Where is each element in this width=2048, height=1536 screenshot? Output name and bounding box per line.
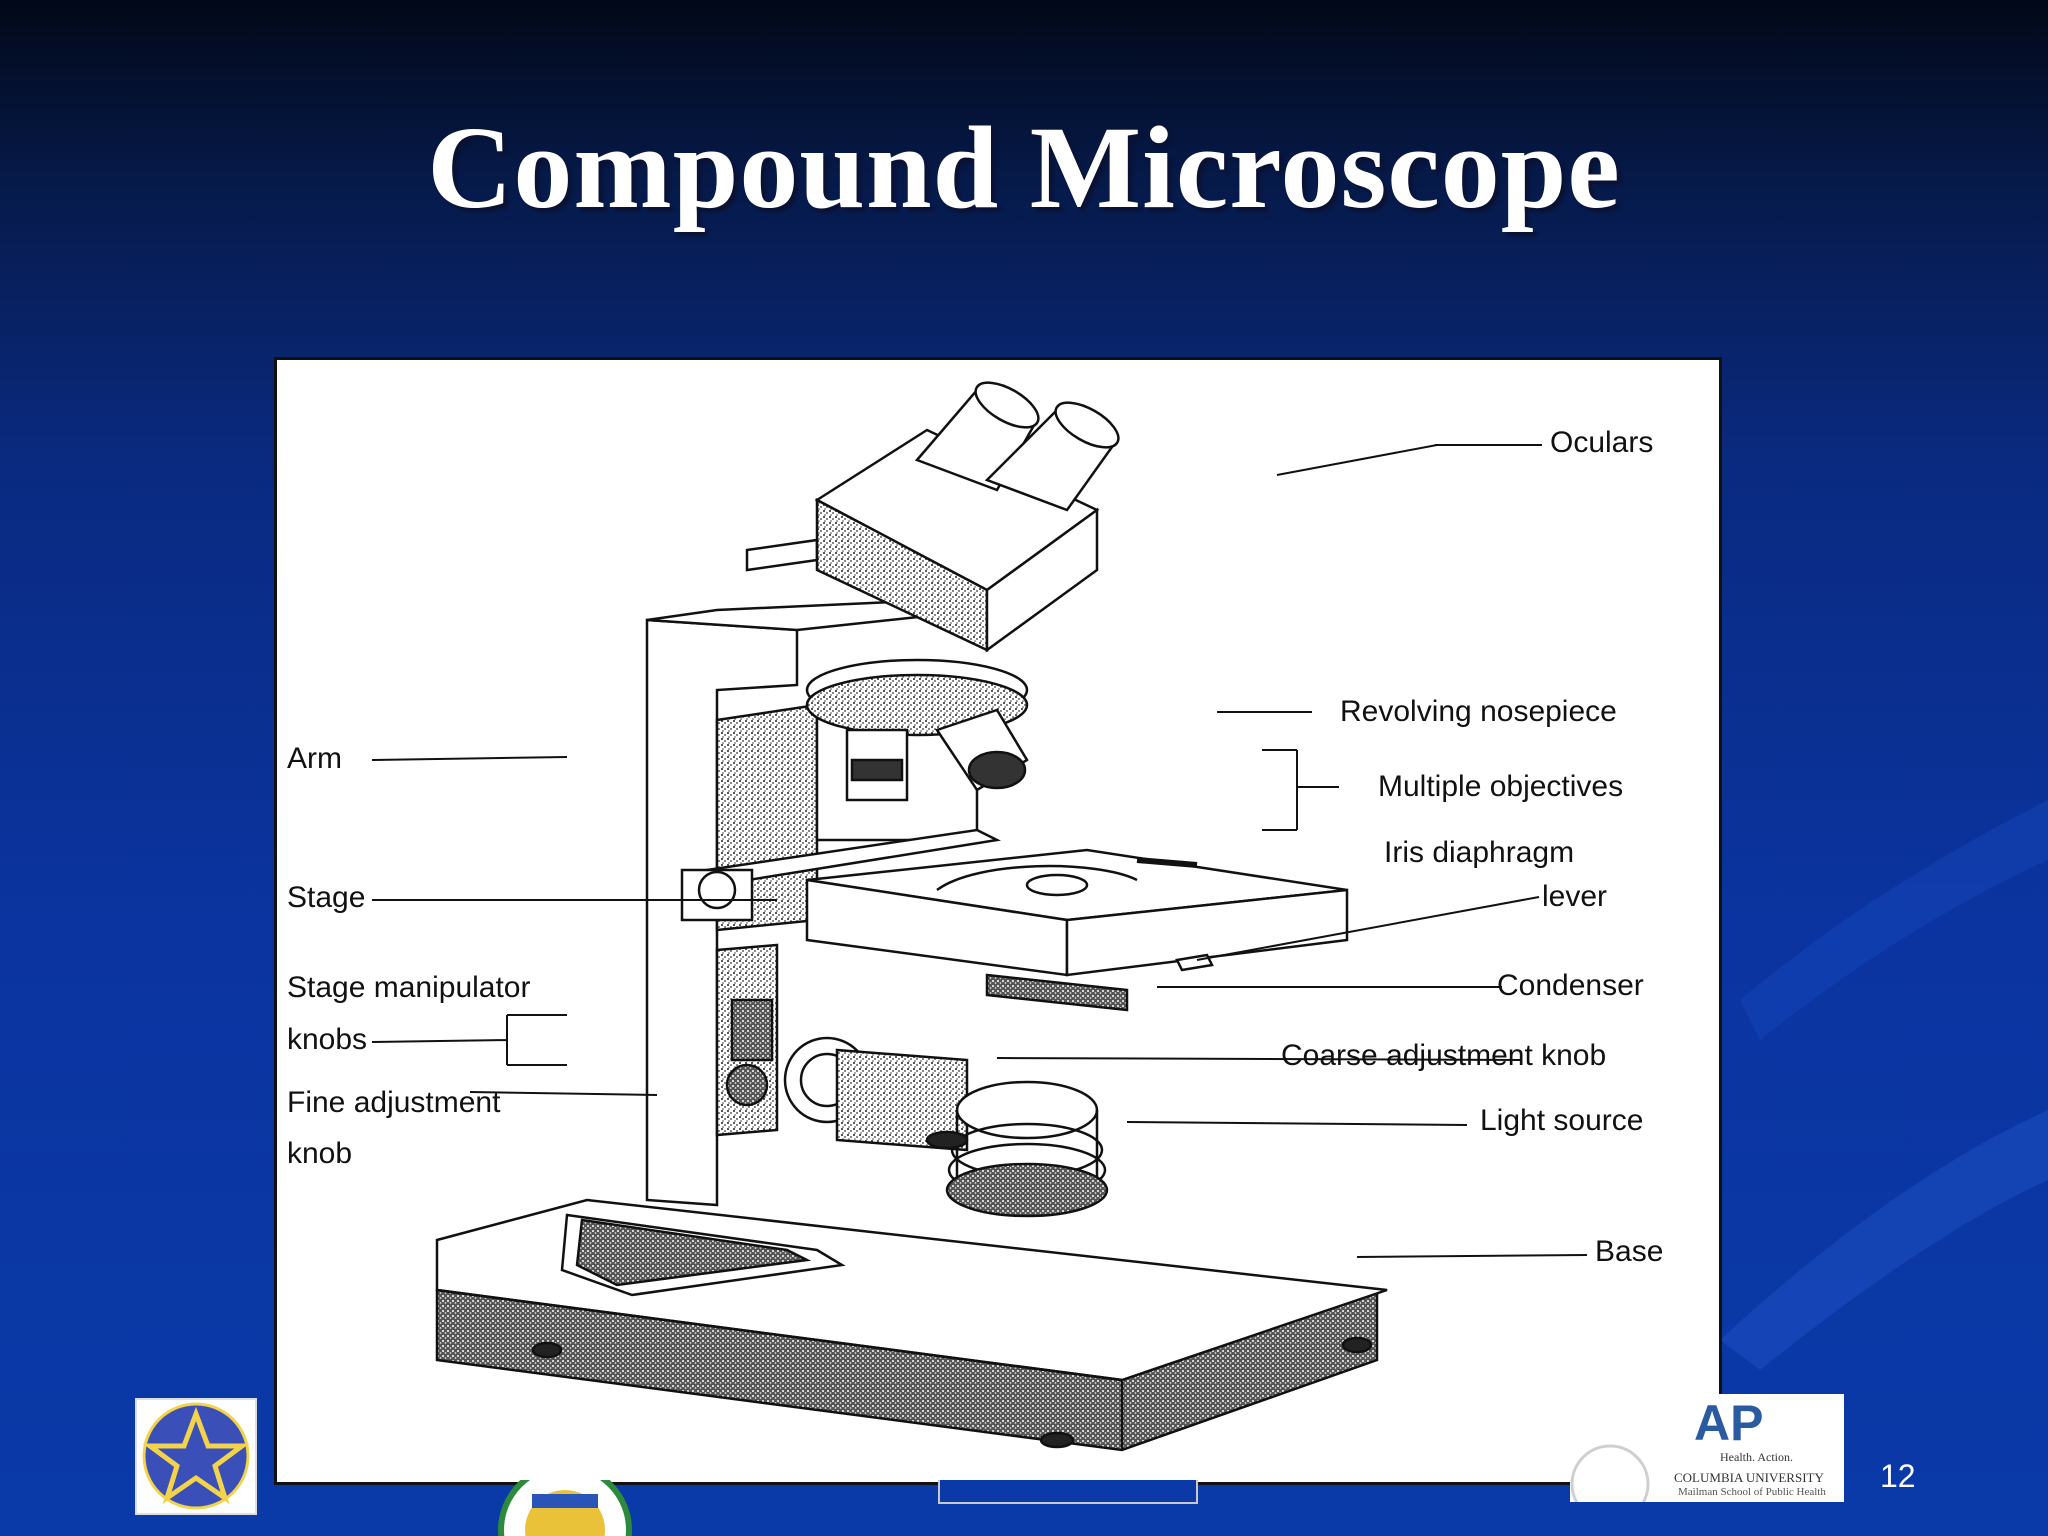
partner-logo-banner xyxy=(938,1480,1198,1504)
label-arm: Arm xyxy=(287,742,342,775)
label-iris-diaphragm: Iris diaphragm xyxy=(1384,836,1575,869)
slide-title: Compound Microscope xyxy=(427,102,1621,233)
label-base: Base xyxy=(1595,1235,1664,1268)
mailman-text: Mailman School of Public Health xyxy=(1678,1486,1826,1498)
microscope-drawing xyxy=(371,381,1588,1452)
label-fine-adjustment: Fine adjustment xyxy=(287,1086,501,1119)
microscope-figure: Oculars Revolving nosepiece Multiple obj… xyxy=(274,357,1722,1485)
label-fine-adjustment-knob: knob xyxy=(287,1137,353,1170)
label-oculars: Oculars xyxy=(1550,426,1654,459)
label-stage-manipulator-knobs: knobs xyxy=(287,1023,368,1056)
label-multiple-objectives: Multiple objectives xyxy=(1378,770,1624,803)
label-iris-lever: lever xyxy=(1542,880,1608,913)
icap-wordmark: AP xyxy=(1694,1395,1764,1451)
emblem-icon xyxy=(142,1402,250,1510)
ministry-seal-logo xyxy=(492,1480,638,1536)
ethiopia-emblem-logo xyxy=(135,1398,257,1515)
columbia-text: COLUMBIA UNIVERSITY xyxy=(1674,1470,1824,1485)
label-revolving-nosepiece: Revolving nosepiece xyxy=(1340,695,1617,728)
icap-tagline: Health. Action. xyxy=(1720,1450,1793,1464)
seal-icon xyxy=(498,1480,632,1536)
page-number: 12 xyxy=(1880,1458,1916,1494)
label-light-source: Light source xyxy=(1480,1104,1644,1137)
label-condenser: Condenser xyxy=(1497,969,1644,1002)
label-coarse-adjustment: Coarse adjustment knob xyxy=(1281,1039,1607,1072)
label-stage: Stage xyxy=(287,881,366,914)
globe-icon xyxy=(1570,1444,1650,1502)
label-stage-manipulator: Stage manipulator xyxy=(287,971,531,1004)
icap-columbia-logo: AP Health. Action. COLUMBIA UNIVERSITY M… xyxy=(1570,1394,1844,1502)
